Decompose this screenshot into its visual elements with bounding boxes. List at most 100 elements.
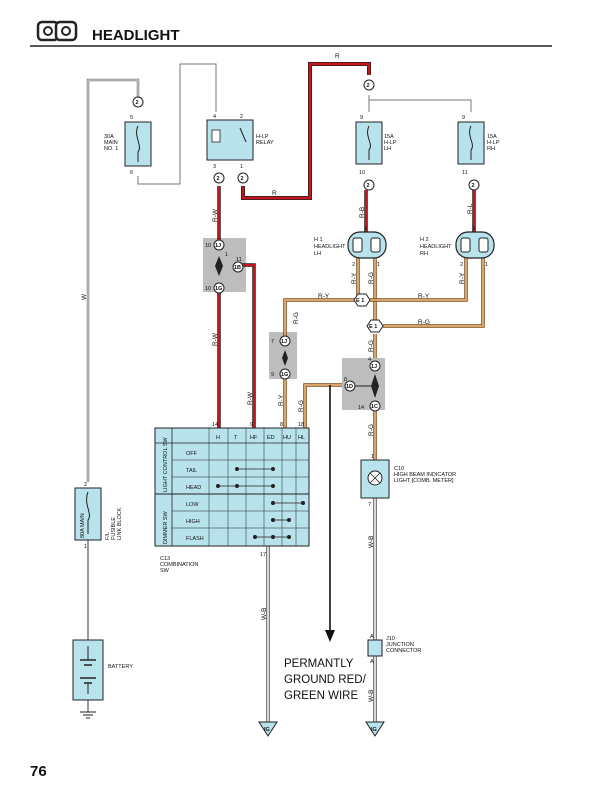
main-fuse-label-1: 30A <box>104 134 114 140</box>
indicator-pin-7: 7 <box>368 502 371 508</box>
fuse-lh-conn: 2 <box>367 183 370 189</box>
fuse-lh-pin-in: 9 <box>360 115 363 121</box>
wire-label-ry-1: R-Y <box>318 293 330 300</box>
wire-label-rg-lh: R-G <box>368 272 375 284</box>
battery-ground-icon <box>80 711 96 719</box>
switch-label-2: SW <box>160 568 170 574</box>
right-junction-label-1d: 1D <box>346 384 353 390</box>
fuse-lh-label-3: LH <box>384 146 391 152</box>
left-junction-pin-10b: 10 <box>205 286 211 292</box>
left-junction-pin-10a: 10 <box>205 243 211 249</box>
wire-label-rg-mid: R-G <box>368 340 375 352</box>
wire-label-ry-sw: R-Y <box>278 394 285 406</box>
fuse-rh: 9 11 15A H-LP RH 2 <box>457 115 500 191</box>
right-junction: 4 1J 8 1D 14 1C <box>344 357 381 412</box>
relay-label-1: H-LP <box>256 134 269 140</box>
switch-col-t: T <box>234 435 238 441</box>
annotation-line-2: GROUND RED/ <box>284 674 367 686</box>
wire-label-ry-rh: R-Y <box>459 272 466 284</box>
ground-left: IG <box>258 721 278 737</box>
ground-right: IG <box>365 721 385 737</box>
fuse-lh-pin-out: 10 <box>359 170 365 176</box>
indicator-id: C10 <box>394 466 404 472</box>
headlight-icon <box>36 20 78 42</box>
fuse-lh: 9 10 15A H-LP LH 2 <box>355 115 397 191</box>
ground-left-label: IG <box>264 727 270 733</box>
left-junction-pin-1: 1 <box>225 252 228 258</box>
wire-label-rg-rh: R-G <box>418 319 430 326</box>
wire-label-rl: R-L <box>467 203 474 214</box>
wire-label-r-relay: R <box>272 190 277 197</box>
right-junction-label-1j: 1J <box>371 364 377 370</box>
junction-conn-label-1: JUNCTION <box>386 642 414 648</box>
ground-junction-e1-upper: E 1 <box>353 293 371 307</box>
left-junction-label-1j: 1J <box>215 243 221 249</box>
fusible-link-label-4: LINK BLOCK <box>117 507 123 540</box>
wire-rg-rh <box>383 258 485 328</box>
wire-label-wb-2: W-B <box>261 607 268 620</box>
fuse-rh-label-2: H-LP <box>487 140 500 146</box>
headlight-rh-pin-1: 1 <box>485 262 488 268</box>
wire-label-wb-1: W-B <box>368 535 375 548</box>
right-junction-pin-4: 4 <box>368 357 371 363</box>
page-number: 76 <box>30 763 47 780</box>
top-connector-pin: 2 <box>367 83 370 89</box>
switch-pin-14: 14 <box>212 422 218 428</box>
fusible-link-label-3: FUSIBLE <box>111 517 117 540</box>
top-connector: 2 <box>363 79 375 91</box>
relay-conn-b: 2 <box>241 176 244 182</box>
annotation-line-3: GREEN WIRE <box>284 690 358 702</box>
switch-id: C13 <box>160 556 170 562</box>
fusible-link-block: 2 1 80A MAIN F/L FUSIBLE LINK BLOCK <box>74 482 123 550</box>
relay-pin-4: 4 <box>213 114 216 120</box>
switch-col-h: H <box>216 435 220 441</box>
headlight-rh-label-1: HEADLIGHT <box>420 244 452 250</box>
fuse-lh-label-1: 15A <box>384 134 394 140</box>
right-junction-label-1c: 1C <box>371 404 378 410</box>
switch-group-light-control: LIGHT CONTROL SW <box>163 436 169 492</box>
fusible-link-pin-2: 2 <box>84 482 87 488</box>
e1-upper-label: E 1 <box>356 298 364 304</box>
headlight-rh-label-2: RH <box>420 251 428 257</box>
switch-col-hu: HU <box>283 435 291 441</box>
switch-pin-17: 17 <box>260 552 266 558</box>
switch-row-head: HEAD <box>186 485 201 491</box>
indicator-label-1: HIGH BEAM INDICATOR <box>394 472 456 478</box>
ground-left-icon <box>258 721 278 737</box>
fuse-lh-label-2: H-LP <box>384 140 397 146</box>
wire-label-w: W <box>81 293 88 300</box>
wire-label-ry-2: R-Y <box>418 293 430 300</box>
switch-row-off: OFF <box>186 451 198 457</box>
left-junction-pin-11: 11 <box>236 257 242 263</box>
headlight-lh-label-2: LH <box>314 251 321 257</box>
relay-label-2: RELAY <box>256 140 274 146</box>
left-junction: 10 1J 11 1B 10 1G 1 <box>205 239 244 294</box>
junction-conn-pin-a1: A <box>370 634 374 640</box>
switch-col-hf: HF <box>250 435 258 441</box>
left-junction-label-1b: 1B <box>234 265 241 271</box>
ground-right-icon <box>365 721 385 737</box>
headlight-rh-id: H 2 <box>420 237 429 243</box>
junction-conn-pin-a2: A <box>370 659 374 665</box>
wire-label-rg-sw: R-G <box>293 312 300 324</box>
switch-row-tail: TAIL <box>186 468 197 474</box>
wire-label-wb-3: W-B <box>368 689 375 702</box>
main-fuse-conn: 2 <box>136 100 139 106</box>
right-junction-pin-14: 14 <box>358 405 364 411</box>
fusible-link-label-1: 80A MAIN <box>80 513 86 538</box>
switch-pin-18: 18 <box>298 422 304 428</box>
wire-label-rw-2: R-W <box>212 332 219 346</box>
right-junction-pin-8: 8 <box>344 377 347 383</box>
relay-pin-3: 3 <box>213 164 216 170</box>
main-fuse-label-3: NO. 1 <box>104 146 118 152</box>
annotation: PERMANTLY GROUND RED/ GREEN WIRE <box>284 658 367 702</box>
headlight-lh-pin-3: 3 <box>364 226 367 232</box>
wire-labels: R R W R-W R-W R-W R-Y R-Y R-B R-L R-Y R-… <box>81 53 474 702</box>
mid-junction-label-1g: 1G <box>281 372 288 378</box>
mid-junction-pin-9: 9 <box>271 372 274 378</box>
mid-junction-label-1j: 1J <box>281 339 287 345</box>
fuse-rh-pin-in: 9 <box>462 115 465 121</box>
headlight-lh-label-1: HEADLIGHT <box>314 244 346 250</box>
junction-conn-label-2: CONNECTOR <box>386 648 421 654</box>
switch-pin-8: 8 <box>280 422 283 428</box>
